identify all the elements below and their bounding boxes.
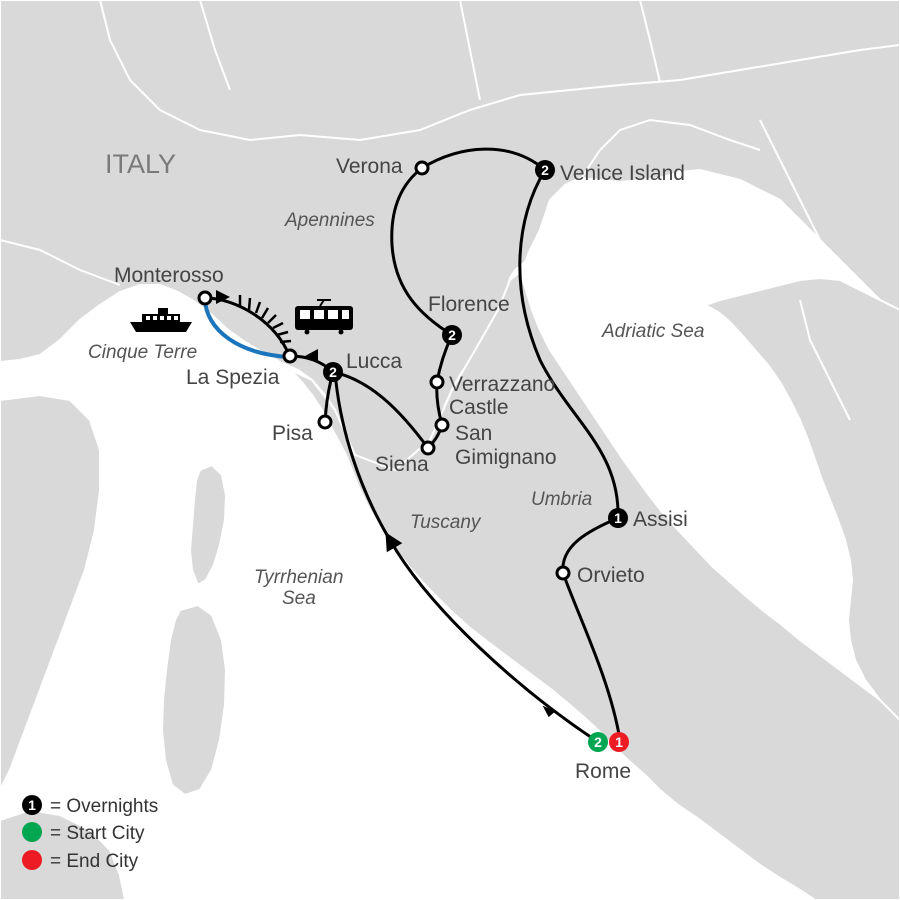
arrow-rome-lucca	[542, 705, 556, 718]
marker-la-spezia[interactable]	[282, 348, 298, 364]
marker-florence[interactable]: 2	[442, 325, 462, 345]
rome-end-nights: 1	[615, 734, 623, 750]
marker-rome[interactable]: 2 1	[588, 732, 629, 752]
route-florence-verona	[390, 166, 454, 337]
arrow-lucca-laspezia	[305, 349, 318, 363]
country-label-italy: ITALY	[105, 149, 176, 179]
label-assisi: Assisi	[633, 508, 688, 531]
marker-verona[interactable]	[414, 160, 430, 176]
region-label-sea: Sea	[282, 588, 316, 609]
stop-markers	[197, 160, 571, 581]
train-icon	[295, 299, 353, 335]
borders	[0, 0, 900, 421]
marker-venice[interactable]: 2	[535, 160, 555, 180]
florence-nights: 2	[448, 327, 456, 343]
land-balkans	[702, 276, 900, 722]
label-verrazzano: Verrazzano	[449, 373, 555, 396]
ship-icon	[130, 308, 192, 332]
marker-san-gimignano[interactable]	[434, 417, 450, 433]
marker-assisi[interactable]: 1	[608, 508, 628, 528]
land-west	[0, 393, 101, 791]
city-labels: Verona Venice Island Monterosso Florence…	[114, 155, 688, 783]
label-verrazzano-2: Castle	[449, 396, 509, 419]
train-route	[204, 295, 292, 358]
legend: 1 = Overnights = Start City = End City	[22, 795, 158, 872]
legend-end-text: = End City	[50, 851, 139, 872]
marker-pisa[interactable]	[317, 414, 333, 430]
label-rome: Rome	[575, 760, 631, 783]
marker-lucca[interactable]: 2	[323, 362, 343, 382]
overnight-markers: 2 2 2 1 2 1	[323, 160, 629, 752]
region-label-tyrrhenian: Tyrrhenian	[254, 567, 343, 588]
label-siena: Siena	[375, 453, 429, 476]
label-verona: Verona	[336, 155, 403, 178]
label-pisa: Pisa	[272, 422, 313, 445]
region-label-tuscany: Tuscany	[410, 512, 482, 533]
rome-start-nights: 2	[594, 734, 602, 750]
label-la-spezia: La Spezia	[186, 366, 280, 389]
venice-nights: 2	[541, 162, 549, 178]
ferry-route	[203, 297, 291, 359]
legend-start: = Start City	[22, 822, 145, 844]
legend-overnight: 1 = Overnights	[22, 795, 158, 817]
legend-end: = End City	[22, 850, 139, 872]
marker-siena[interactable]	[420, 440, 436, 456]
label-monterosso: Monterosso	[114, 264, 224, 287]
label-san-gimignano: San	[455, 422, 492, 445]
label-orvieto: Orvieto	[577, 564, 645, 587]
route-verona-venice	[420, 147, 547, 172]
route-orvieto-rome	[561, 571, 622, 742]
route-rome-lucca	[333, 370, 597, 742]
region-label-cinque-terre: Cinque Terre	[88, 342, 197, 363]
assisi-nights: 1	[614, 510, 622, 526]
marker-verrazzano[interactable]	[429, 374, 445, 390]
legend-overnight-num: 1	[28, 797, 36, 813]
route-venice-assisi	[518, 168, 620, 520]
region-label-apennines: Apennines	[284, 210, 375, 231]
region-label-adriatic: Adriatic Sea	[601, 321, 704, 342]
lucca-nights: 2	[329, 364, 337, 380]
label-venice: Venice Island	[560, 162, 685, 185]
region-label-umbria: Umbria	[531, 489, 592, 510]
legend-start-text: = Start City	[50, 823, 145, 844]
land-corsica	[188, 463, 228, 587]
marker-orvieto[interactable]	[555, 565, 571, 581]
route-lucca-siena	[331, 370, 430, 450]
label-florence: Florence	[428, 293, 510, 316]
marker-monterosso[interactable]	[197, 290, 213, 306]
label-san-gimignano-2: Gimignano	[455, 446, 557, 469]
land-sardinia	[160, 603, 228, 797]
legend-overnight-text: = Overnights	[50, 796, 158, 817]
label-lucca: Lucca	[346, 350, 402, 373]
